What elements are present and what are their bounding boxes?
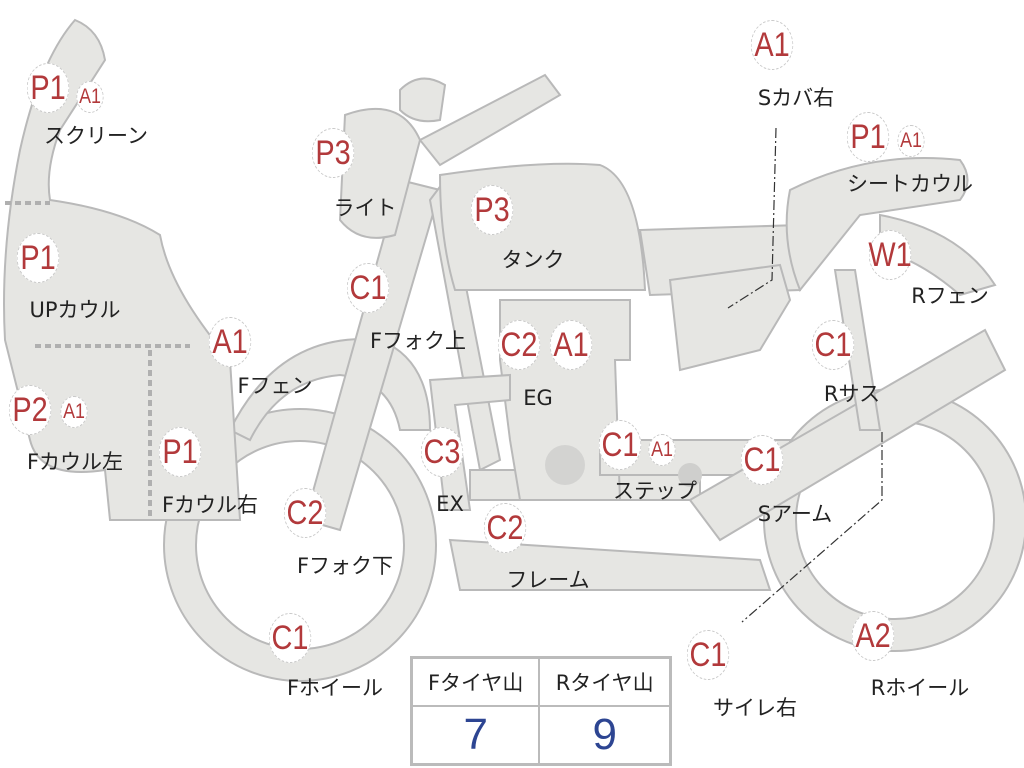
part-label-engine: EG [523,386,553,410]
part-label-upper-cowl: UPカウル [29,298,121,322]
damage-badge-rear-suspension: C1 [811,320,855,370]
damage-badge-screen-2: A1 [76,81,104,113]
damage-badge-seat-cowl-1: P1 [846,112,890,162]
damage-badge-engine-1: C2 [497,320,541,370]
part-label-frame: フレーム [506,568,590,592]
front-tire-value: 7 [410,705,541,766]
damage-badge-front-fender: A1 [208,317,252,367]
part-label-side-cover: Sカバ右 [757,86,835,110]
part-label-rear-suspension: Rサス [823,382,881,406]
part-label-rear-fender: Rフェン [911,284,989,308]
rear-tire-value: 9 [538,705,672,766]
part-label-cowl-left: Fカウル左 [26,450,124,474]
front-tire-header: Fタイヤ山 [410,656,541,707]
part-label-silencer: サイレ右 [713,696,797,720]
damage-badge-front-wheel: C1 [268,613,312,663]
damage-badge-rear-wheel: A2 [851,611,895,661]
part-label-fork-lower: Fフォク下 [296,554,394,578]
part-label-screen: スクリーン [44,124,148,148]
damage-badge-side-cover: A1 [750,20,794,70]
damage-badge-rear-fender: W1 [868,230,912,280]
damage-badge-step-1: C1 [598,420,642,470]
rear-tire-header: Rタイヤ山 [538,656,672,707]
part-label-front-wheel: Fホイール [286,676,384,700]
damage-badge-exhaust: C3 [420,427,464,477]
damage-badge-silencer: C1 [686,630,730,680]
damage-badge-seat-cowl-2: A1 [897,125,925,157]
part-label-swing-arm: Sアーム [757,502,833,526]
part-label-tank: タンク [501,248,565,272]
damage-badge-tank: P3 [470,185,514,235]
damage-badge-fork-lower: C2 [283,488,327,538]
part-label-seat-cowl: シートカウル [847,172,973,196]
damage-badge-light: P3 [311,128,355,178]
damage-badge-cowl-left-2: A1 [60,396,88,428]
damage-badge-step-2: A1 [648,434,676,466]
damage-badge-fork-upper: C1 [346,263,390,313]
damage-badge-upper-cowl: P1 [16,233,60,283]
part-label-cowl-right: Fカウル右 [161,493,259,517]
damage-badge-frame: C2 [483,503,527,553]
damage-badge-cowl-left-1: P2 [8,385,52,435]
part-label-fork-upper: Fフォク上 [369,329,467,353]
part-label-step: ステップ [613,479,697,503]
damage-badge-cowl-right: P1 [158,427,202,477]
damage-badge-engine-2: A1 [549,320,593,370]
tire-tread-table: Fタイヤ山 Rタイヤ山 7 9 [410,656,672,766]
part-label-rear-wheel: Rホイール [870,676,970,700]
part-label-light: ライト [333,196,397,220]
damage-badge-screen-1: P1 [26,63,70,113]
part-label-front-fender: Fフェン [237,374,313,398]
damage-badge-swing-arm: C1 [740,435,784,485]
part-label-exhaust: EX [436,492,464,516]
